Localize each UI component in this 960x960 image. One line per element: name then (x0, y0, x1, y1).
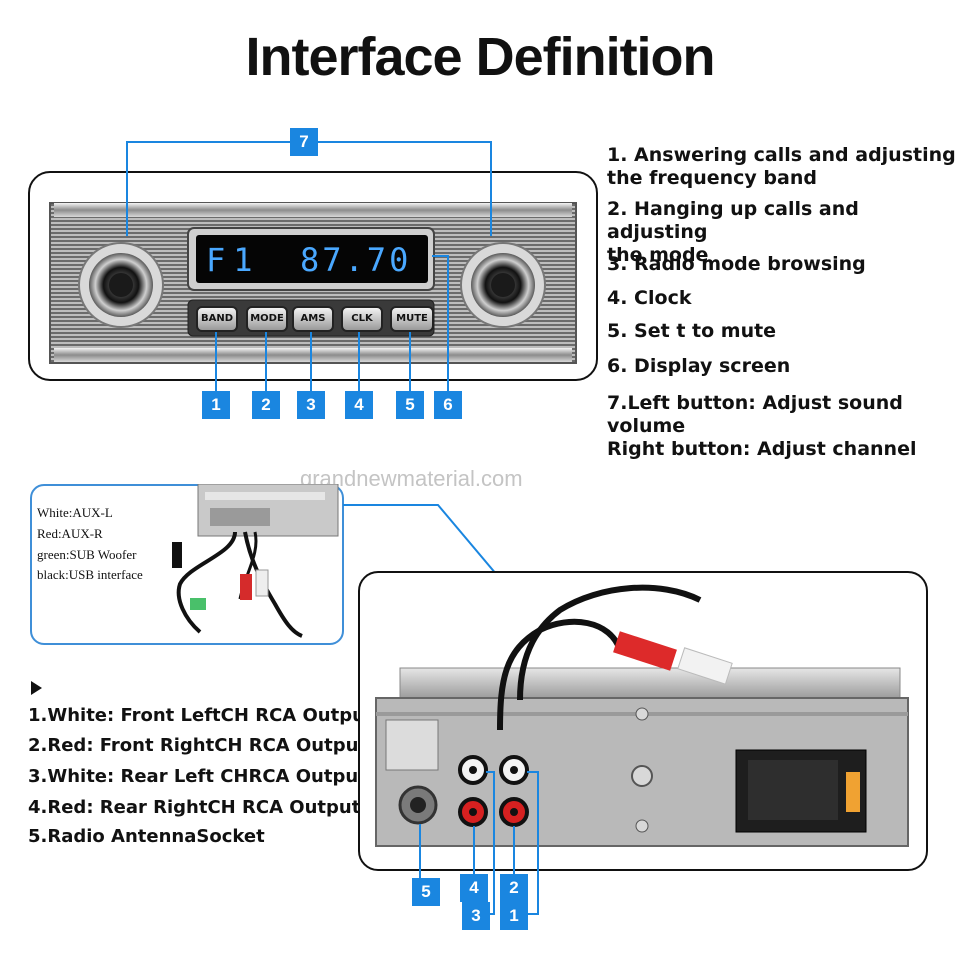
definition-7-line1: 7.Left button: Adjust sound volume (607, 392, 903, 437)
badge-5: 5 (396, 391, 424, 419)
ams-button[interactable]: AMS (292, 306, 334, 332)
definition-6: 6. Display screen (607, 355, 791, 377)
rear-badge-4: 4 (460, 874, 488, 902)
display-screen (196, 235, 428, 283)
badge-4: 4 (345, 391, 373, 419)
definition-2: 2. Hanging up calls and adjusting the mo… (607, 198, 960, 267)
wire-illustration (172, 484, 339, 638)
definition-1: 1. Answering calls and adjusting the fre… (607, 144, 956, 190)
definition-4: 4. Clock (607, 287, 692, 309)
output-4: 4.Red: Rear RightCH RCA Output (28, 797, 361, 818)
rear-badge-1: 1 (500, 902, 528, 930)
output-3: 3.White: Rear Left CHRCA Output (28, 766, 367, 787)
definition-1-line2: the frequency band (607, 167, 817, 189)
rear-badge-2: 2 (500, 874, 528, 902)
definition-3: 3. Radio mode browsing (607, 253, 866, 275)
badge-1: 1 (202, 391, 230, 419)
definition-7-line2: Right button: Adjust channel (607, 438, 917, 460)
display-mode: F1 (206, 241, 261, 279)
band-button[interactable]: BAND (196, 306, 238, 332)
definition-5: 5. Set t to mute (607, 320, 777, 342)
wire-label-white: White:AUX-L (37, 505, 113, 520)
output-2: 2.Red: Front RightCH RCA Output (28, 735, 368, 756)
mute-button[interactable]: MUTE (390, 306, 434, 332)
definition-7: 7.Left button: Adjust sound volume Right… (607, 392, 960, 461)
badge-2: 2 (252, 391, 280, 419)
definition-1-line1: 1. Answering calls and adjusting (607, 144, 956, 166)
play-arrow-icon (31, 681, 42, 695)
badge-3: 3 (297, 391, 325, 419)
mode-button[interactable]: MODE (246, 306, 288, 332)
page-title: Interface Definition (245, 27, 715, 87)
output-1: 1.White: Front LeftCH RCA Output (28, 705, 374, 726)
clk-button[interactable]: CLK (341, 306, 383, 332)
rear-badge-3: 3 (462, 902, 490, 930)
wire-label-black: black:USB interface (37, 567, 143, 582)
output-5: 5.Radio AntennaSocket (28, 826, 265, 847)
wire-label-green: green:SUB Woofer (37, 547, 137, 562)
definition-2-line2: the mode (607, 244, 709, 266)
rear-badge-5: 5 (412, 878, 440, 906)
display-frequency: 87.70 (300, 241, 412, 279)
wire-label-red: Red:AUX-R (37, 526, 103, 541)
badge-6: 6 (434, 391, 462, 419)
definition-2-line1: 2. Hanging up calls and adjusting (607, 198, 859, 243)
badge-7: 7 (290, 128, 318, 156)
